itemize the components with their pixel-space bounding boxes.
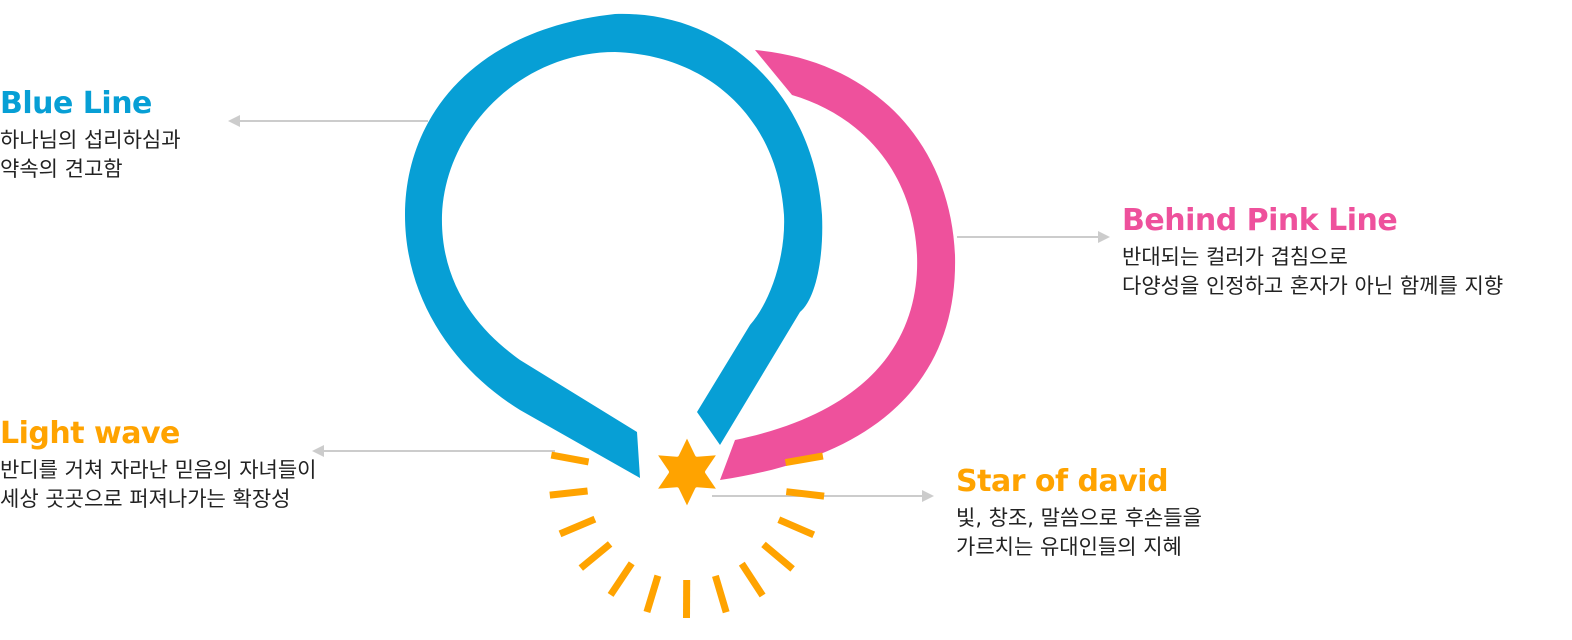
star-of-david-desc-1: 빛, 창조, 말씀으로 후손들을 <box>956 506 1202 530</box>
light-wave-ray <box>761 541 795 572</box>
pointer-arrow-light <box>312 445 324 457</box>
pointer-lines <box>228 115 1110 502</box>
pointer-arrow-star <box>922 490 934 502</box>
pink-line-desc-1: 반대되는 컬러가 겹침으로 <box>1122 245 1348 269</box>
callout-star-of-david: Star of david 빛, 창조, 말씀으로 후손들을 가르치는 유대인들… <box>956 464 1202 562</box>
pink-line-title: Behind Pink Line <box>1122 203 1398 238</box>
star-of-david-desc-2: 가르치는 유대인들의 지혜 <box>956 535 1182 559</box>
light-wave-ray <box>738 561 766 598</box>
pink-line-shape <box>720 50 956 480</box>
blue-line-desc-2: 약속의 견고함 <box>0 157 123 181</box>
light-wave-ray <box>784 452 824 467</box>
pointer-arrow-pink <box>1098 231 1110 243</box>
light-wave-ray <box>550 451 590 466</box>
light-wave-ray <box>558 515 597 538</box>
light-wave-rays <box>549 451 825 619</box>
pointer-arrow-blue <box>228 115 240 127</box>
blue-line-shape <box>405 13 823 478</box>
light-wave-desc-1: 반디를 거쳐 자라난 믿음의 자녀들이 <box>0 458 317 482</box>
light-wave-title: Light wave <box>0 416 180 451</box>
star-of-david-title: Star of david <box>956 464 1169 499</box>
light-wave-ray <box>578 541 613 571</box>
callout-light-wave: Light wave 반디를 거쳐 자라난 믿음의 자녀들이 세상 곳곳으로 퍼… <box>0 416 317 514</box>
blue-line-title: Blue Line <box>0 86 152 121</box>
blue-line-desc-1: 하나님의 섭리하심과 <box>0 128 181 152</box>
light-wave-ray <box>777 516 816 539</box>
light-wave-ray <box>785 488 825 500</box>
pink-line-desc-2: 다양성을 인정하고 혼자가 아닌 함께를 지향 <box>1122 274 1504 298</box>
star-of-david-shape <box>652 432 722 512</box>
light-wave-desc-2: 세상 곳곳으로 퍼져나가는 확장성 <box>0 487 291 511</box>
light-wave-ray <box>549 487 588 499</box>
light-wave-ray <box>643 574 662 614</box>
callout-pink-line: Behind Pink Line 반대되는 컬러가 겹침으로 다양성을 인정하고… <box>1122 203 1503 301</box>
callout-blue-line: Blue Line 하나님의 섭리하심과 약속의 견고함 <box>0 86 181 184</box>
light-wave-ray <box>607 561 635 597</box>
light-wave-ray <box>712 574 730 614</box>
